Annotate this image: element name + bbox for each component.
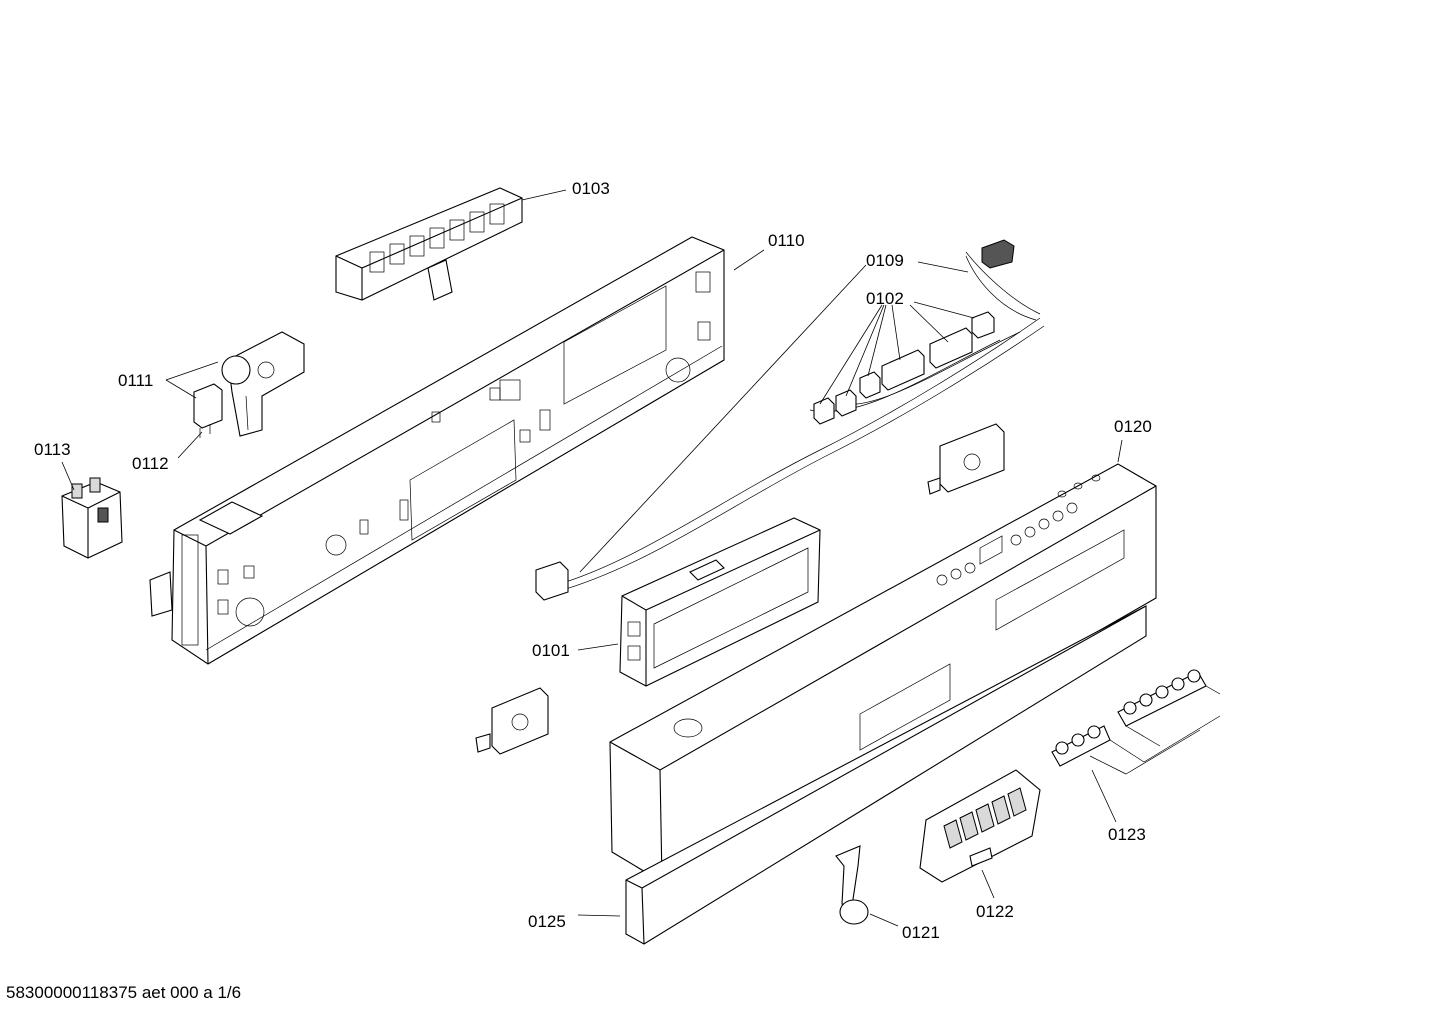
part-0101-control-module — [619, 517, 821, 687]
part-0112-small-component — [193, 383, 223, 438]
part-0103-terminal-block — [335, 187, 523, 301]
callout-0123: 0123 — [1108, 825, 1146, 844]
drawing-number: 58300000118375 aet 000 a 1/6 — [6, 983, 242, 1002]
part-0121-knob — [835, 845, 869, 925]
callout-0125: 0125 — [528, 912, 566, 931]
callout-0103: 0103 — [572, 179, 610, 198]
part-0122-button-cluster — [919, 769, 1041, 883]
part-0110-frame — [149, 236, 725, 665]
callout-0122: 0122 — [976, 902, 1014, 921]
callout-0120: 0120 — [1114, 417, 1152, 436]
part-0113-connector-block — [61, 477, 123, 559]
callout-0101: 0101 — [532, 641, 570, 660]
callout-0111: 0111 — [118, 371, 154, 390]
part-0102-plug-connectors — [813, 311, 995, 425]
part-0109-wiring-harness — [535, 239, 1045, 601]
callout-0109: 0109 — [866, 251, 904, 270]
mounting-bracket-bottom — [475, 687, 549, 755]
part-0111-switch — [221, 331, 305, 437]
callout-0113: 0113 — [34, 440, 71, 459]
callout-0110: 0110 — [768, 231, 805, 250]
part-0120-fascia-panel — [609, 463, 1157, 883]
part-0125-trim-strip — [625, 605, 1147, 945]
leader-lines — [61, 189, 1123, 927]
callout-0121: 0121 — [902, 923, 940, 942]
part-0123-led-strips — [1051, 669, 1221, 775]
callout-0112: 0112 — [132, 454, 169, 473]
mounting-bracket-top — [927, 423, 1005, 495]
callout-0102: 0102 — [866, 289, 904, 308]
